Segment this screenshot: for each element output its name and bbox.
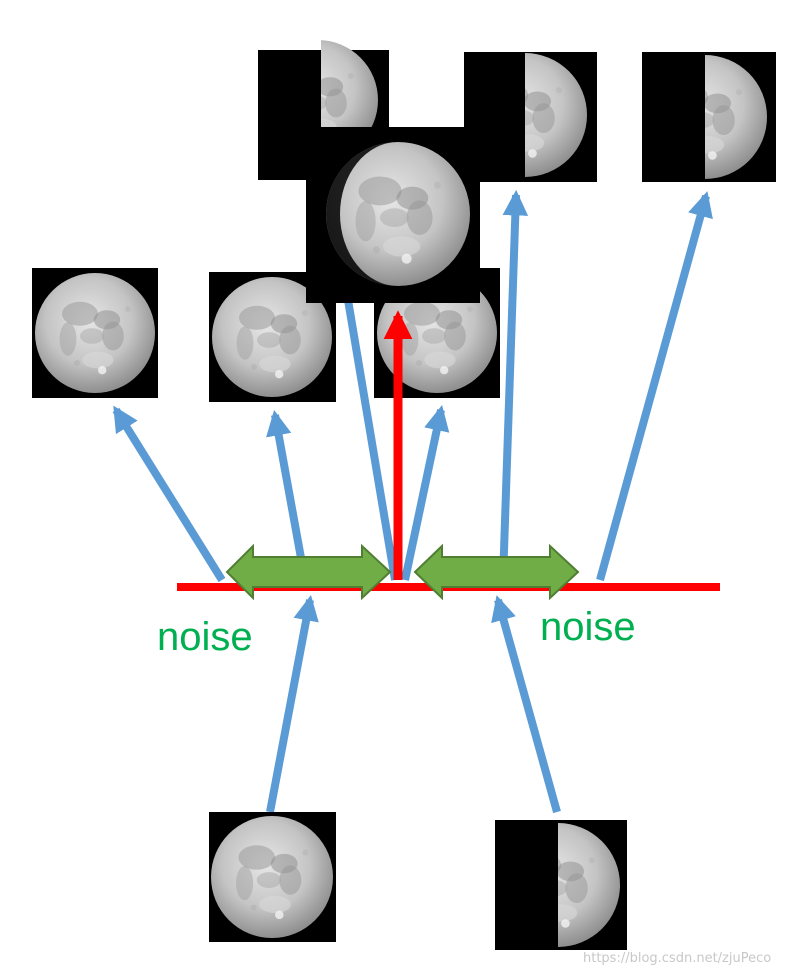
arrow-input-half-to-line: [491, 595, 561, 814]
watermark: https://blog.csdn.net/zjuPeco: [583, 951, 771, 966]
arrow-to-output-crescent: [344, 299, 399, 581]
noise-range-arrow-right: [413, 543, 580, 601]
input-half-moon: [495, 820, 627, 950]
selected-gibbous-moon: [306, 127, 480, 303]
output-half-moon-2: [642, 52, 776, 182]
noise-label-right: noise: [540, 605, 636, 649]
output-half-moon-1: [464, 52, 597, 182]
input-full-moon: [209, 812, 336, 942]
arrow-to-output-full-3: [401, 404, 450, 581]
arrow-to-output-half-2: [596, 191, 713, 582]
arrow-to-output-full-2: [266, 409, 309, 581]
arrow-input-full-to-line: [266, 594, 319, 813]
arrow-to-output-half-1: [499, 189, 529, 581]
noise-label-left: noise: [157, 615, 253, 659]
output-full-moon-1: [32, 268, 158, 398]
arrow-to-output-full-1: [112, 405, 226, 583]
noise-range-arrow-left: [225, 543, 392, 601]
